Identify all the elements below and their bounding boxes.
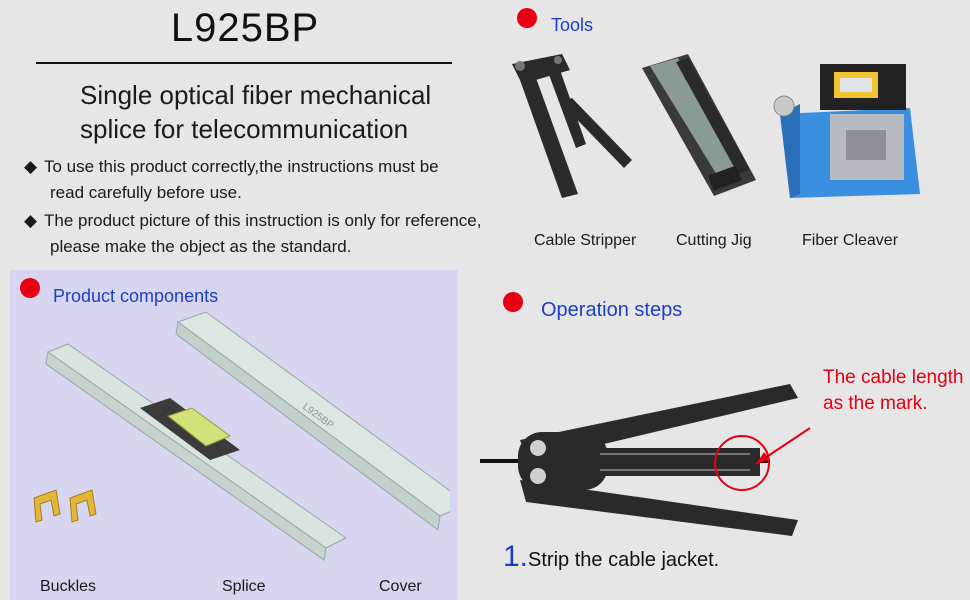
step-number: 1. [503, 540, 529, 573]
product-subtitle: Single optical fiber mechanical splice f… [80, 78, 460, 146]
diamond-bullet-icon: ◆ [24, 211, 38, 230]
tools-red-dot-icon [517, 8, 537, 28]
fiber-cleaver-illustration [773, 64, 920, 198]
cutting-jig-illustration [642, 54, 756, 196]
cable-stripper-illustration [512, 54, 632, 198]
tool-label-fiber-cleaver: Fiber Cleaver [802, 232, 899, 249]
tools-heading: Tools [551, 15, 594, 35]
components-heading: Product components [53, 286, 219, 306]
component-label-cover: Cover [379, 578, 422, 595]
product-model-title: L925BP [170, 6, 320, 50]
operation-heading: Operation steps [541, 299, 683, 321]
subtitle-line-2: splice for telecommunication [80, 114, 409, 144]
tool-label-cable-stripper: Cable Stripper [534, 232, 637, 249]
component-label-buckles: Buckles [40, 578, 97, 595]
tools-illustrations [512, 54, 920, 198]
diamond-bullet-icon: ◆ [24, 157, 38, 176]
buckles-illustration [33, 489, 97, 523]
stripper-operation-illustration [480, 384, 811, 536]
cover-illustration: L925BP [175, 311, 450, 531]
splice-illustration [45, 343, 347, 561]
component-label-splice: Splice [222, 578, 266, 595]
instruction-note-2: ◆ The product picture of this instruction… [24, 208, 481, 260]
operation-step-1: 1.Strip the cable jacket. [503, 540, 719, 574]
mark-note: The cable length as the mark. [823, 365, 964, 417]
mark-note-line-2: as the mark. [823, 393, 928, 414]
tool-label-cutting-jig: Cutting Jig [676, 232, 752, 249]
subtitle-line-1: Single optical fiber mechanical [80, 80, 432, 110]
title-divider [36, 62, 452, 64]
note-2-line-1: The product picture of this instruction … [44, 211, 482, 230]
product-components-panel [10, 270, 458, 600]
note-2-line-2: please make the object as the standard. [50, 237, 352, 256]
note-1-line-1: To use this product correctly,the instru… [44, 157, 439, 176]
mark-highlight-circle [714, 435, 770, 491]
mark-note-line-1: The cable length [823, 367, 964, 388]
components-illustrations: L925BP [33, 311, 450, 561]
operation-red-dot-icon [503, 292, 523, 312]
note-1-line-2: read carefully before use. [50, 183, 242, 202]
step-text: Strip the cable jacket. [528, 549, 720, 571]
components-red-dot-icon [20, 278, 40, 298]
instruction-note-1: ◆ To use this product correctly,the instr… [24, 154, 439, 206]
